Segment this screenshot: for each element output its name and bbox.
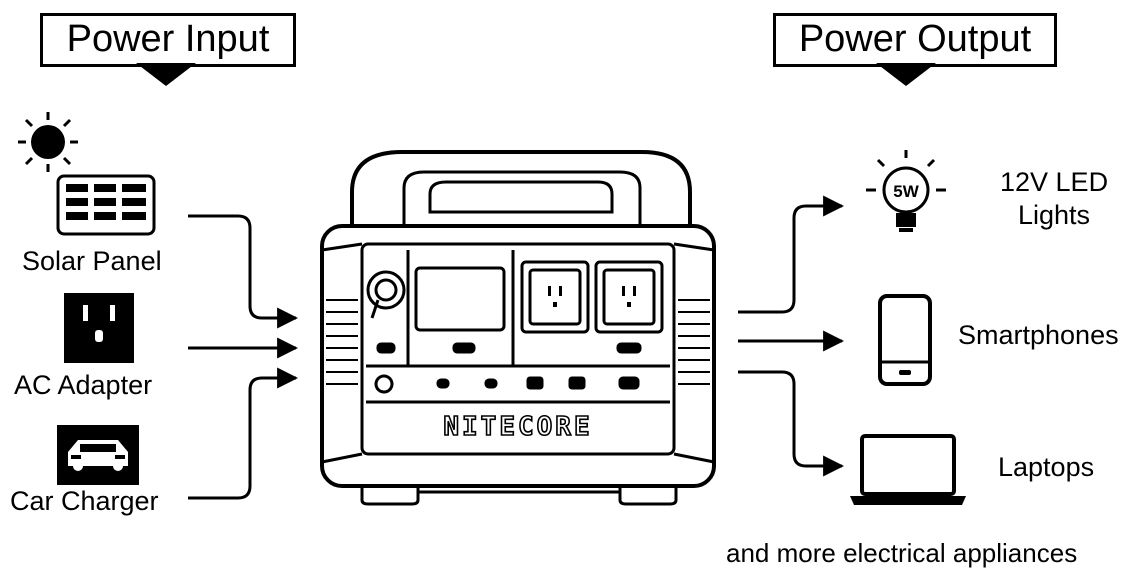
laptops-label: Laptops [998,452,1095,482]
ac-outlet-icon [64,293,134,363]
power-station-icon [320,150,716,506]
led-lights-label: 12V LED Lights [1000,166,1108,232]
laptop-icon [850,434,966,505]
light-bulb-icon [866,150,946,232]
device-brand-text: NITECORE [443,412,592,442]
led-lights-label-line2: Lights [1018,200,1091,230]
sun-icon [18,112,78,172]
ac-socket-holes [548,286,636,307]
led-lights-label-line1: 12V LED [1000,167,1109,197]
output-title-pointer [876,63,936,86]
ac-adapter-label: AC Adapter [14,370,153,400]
bulb-wattage-text: 5W [893,182,919,201]
output-arrow-lights [738,195,845,314]
solar-panel-label: Solar Panel [22,246,162,276]
smartphones-label: Smartphones [958,320,1119,350]
footer-note: and more electrical appliances [726,538,1078,568]
car-icon [57,425,139,485]
power-input-title: Power Input [40,13,296,67]
input-title-pointer [136,63,196,86]
smartphone-icon [878,294,932,386]
solar-panel-icon [56,174,156,236]
input-arrow-car [188,367,299,500]
car-charger-label: Car Charger [10,486,159,516]
output-arrow-laptops [738,370,845,477]
input-arrow-solar [188,214,299,329]
